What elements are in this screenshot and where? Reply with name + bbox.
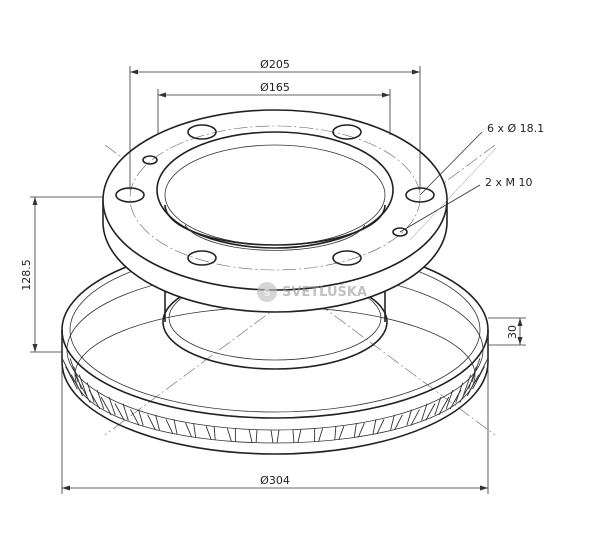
vent-fin xyxy=(445,389,462,410)
dim-thickness: 30 xyxy=(506,325,519,339)
dim-height: 128.5 xyxy=(20,259,33,291)
vent-fin xyxy=(248,429,258,443)
dimension-lines xyxy=(30,66,526,494)
vent-fin xyxy=(406,409,420,426)
watermark-logo-icon xyxy=(257,282,277,302)
dim-bolt-circle-diameter: Ø165 xyxy=(260,81,290,94)
vent-fin xyxy=(390,414,403,431)
annotation-threaded-holes: 2 x M 10 xyxy=(485,176,533,189)
watermark-text: SVETLUŠKA xyxy=(282,284,367,300)
dim-outer-flange-diameter: Ø205 xyxy=(260,58,290,71)
vent-fin xyxy=(462,374,480,397)
vent-fin xyxy=(88,389,105,410)
vent-fin xyxy=(455,382,472,403)
vent-fin xyxy=(314,428,324,442)
dim-disc-diameter: Ø304 xyxy=(260,474,290,487)
vent-fin xyxy=(165,419,178,435)
vent-fin xyxy=(226,428,236,442)
vent-fin xyxy=(147,414,160,431)
cooling-vents xyxy=(61,358,489,444)
vent-fin xyxy=(270,429,280,444)
vent-fin xyxy=(205,425,216,440)
vent-fin xyxy=(65,366,82,390)
vent-fin xyxy=(434,396,450,416)
vent-fin xyxy=(334,425,345,440)
vent-fin xyxy=(185,422,197,438)
watermark-logo-letter: S xyxy=(263,288,270,299)
vent-fin xyxy=(471,358,489,383)
vent-fin xyxy=(114,403,129,421)
vent-fin xyxy=(292,429,302,443)
vent-fin xyxy=(100,396,116,416)
watermark: S SVETLUŠKA xyxy=(257,282,367,302)
vent-fin xyxy=(421,403,436,421)
vent-fin xyxy=(130,409,144,426)
annotation-bolt-holes: 6 x Ø 18.1 xyxy=(487,122,544,135)
dimension-arrows xyxy=(32,69,523,491)
flange xyxy=(102,109,448,313)
vent-fin xyxy=(372,419,385,435)
vent-fin xyxy=(353,422,365,438)
vent-fin xyxy=(70,374,88,397)
